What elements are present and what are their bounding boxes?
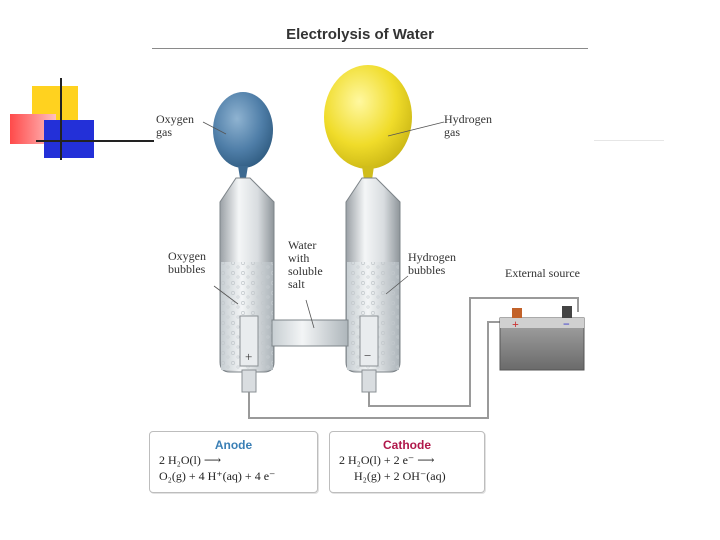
battery-negative-terminal [562, 306, 572, 318]
anode-equation-box: Anode 2 H₂O(l) ⟶ O₂(g) + 4 H⁺(aq) + 4 e⁻ [149, 431, 318, 493]
anode-equation-line1: 2 H₂O(l) ⟶ [159, 453, 222, 467]
connector-tube [271, 319, 349, 347]
cathode-equation-box: Cathode 2 H₂O(l) + 2 e⁻ ⟶ H₂(g) + 2 OH⁻(… [329, 431, 485, 493]
anode-equation-line2: O₂(g) + 4 H⁺(aq) + 4 e⁻ [159, 469, 276, 483]
cathode-sign: − [364, 348, 372, 363]
anode-title: Anode [214, 438, 253, 452]
battery-plus-label: + [512, 317, 519, 331]
external-source-label: External source [505, 266, 580, 280]
battery-positive-terminal [512, 308, 522, 318]
cathode-title: Cathode [383, 438, 431, 452]
decor-blue-square [44, 120, 94, 158]
decor-horizontal-line [36, 140, 154, 142]
anode-electrode [239, 315, 259, 367]
oxygen-balloon [213, 92, 273, 168]
wire-anode [248, 321, 503, 419]
cathode-equation-line2: H₂(g) + 2 OH⁻(aq) [354, 469, 446, 483]
battery-minus-label: − [563, 317, 570, 331]
title-rule [152, 48, 588, 49]
anode-sign: + [245, 349, 253, 364]
cathode-equation-line1: 2 H₂O(l) + 2 e⁻ ⟶ [339, 453, 435, 467]
decor-faint-line [594, 140, 664, 141]
wire-cathode [368, 297, 579, 407]
hydrogen-balloon [324, 65, 412, 169]
cathode-electrode [359, 315, 379, 367]
decor-vertical-line [60, 78, 62, 160]
diagram-title: Electrolysis of Water [286, 26, 434, 43]
